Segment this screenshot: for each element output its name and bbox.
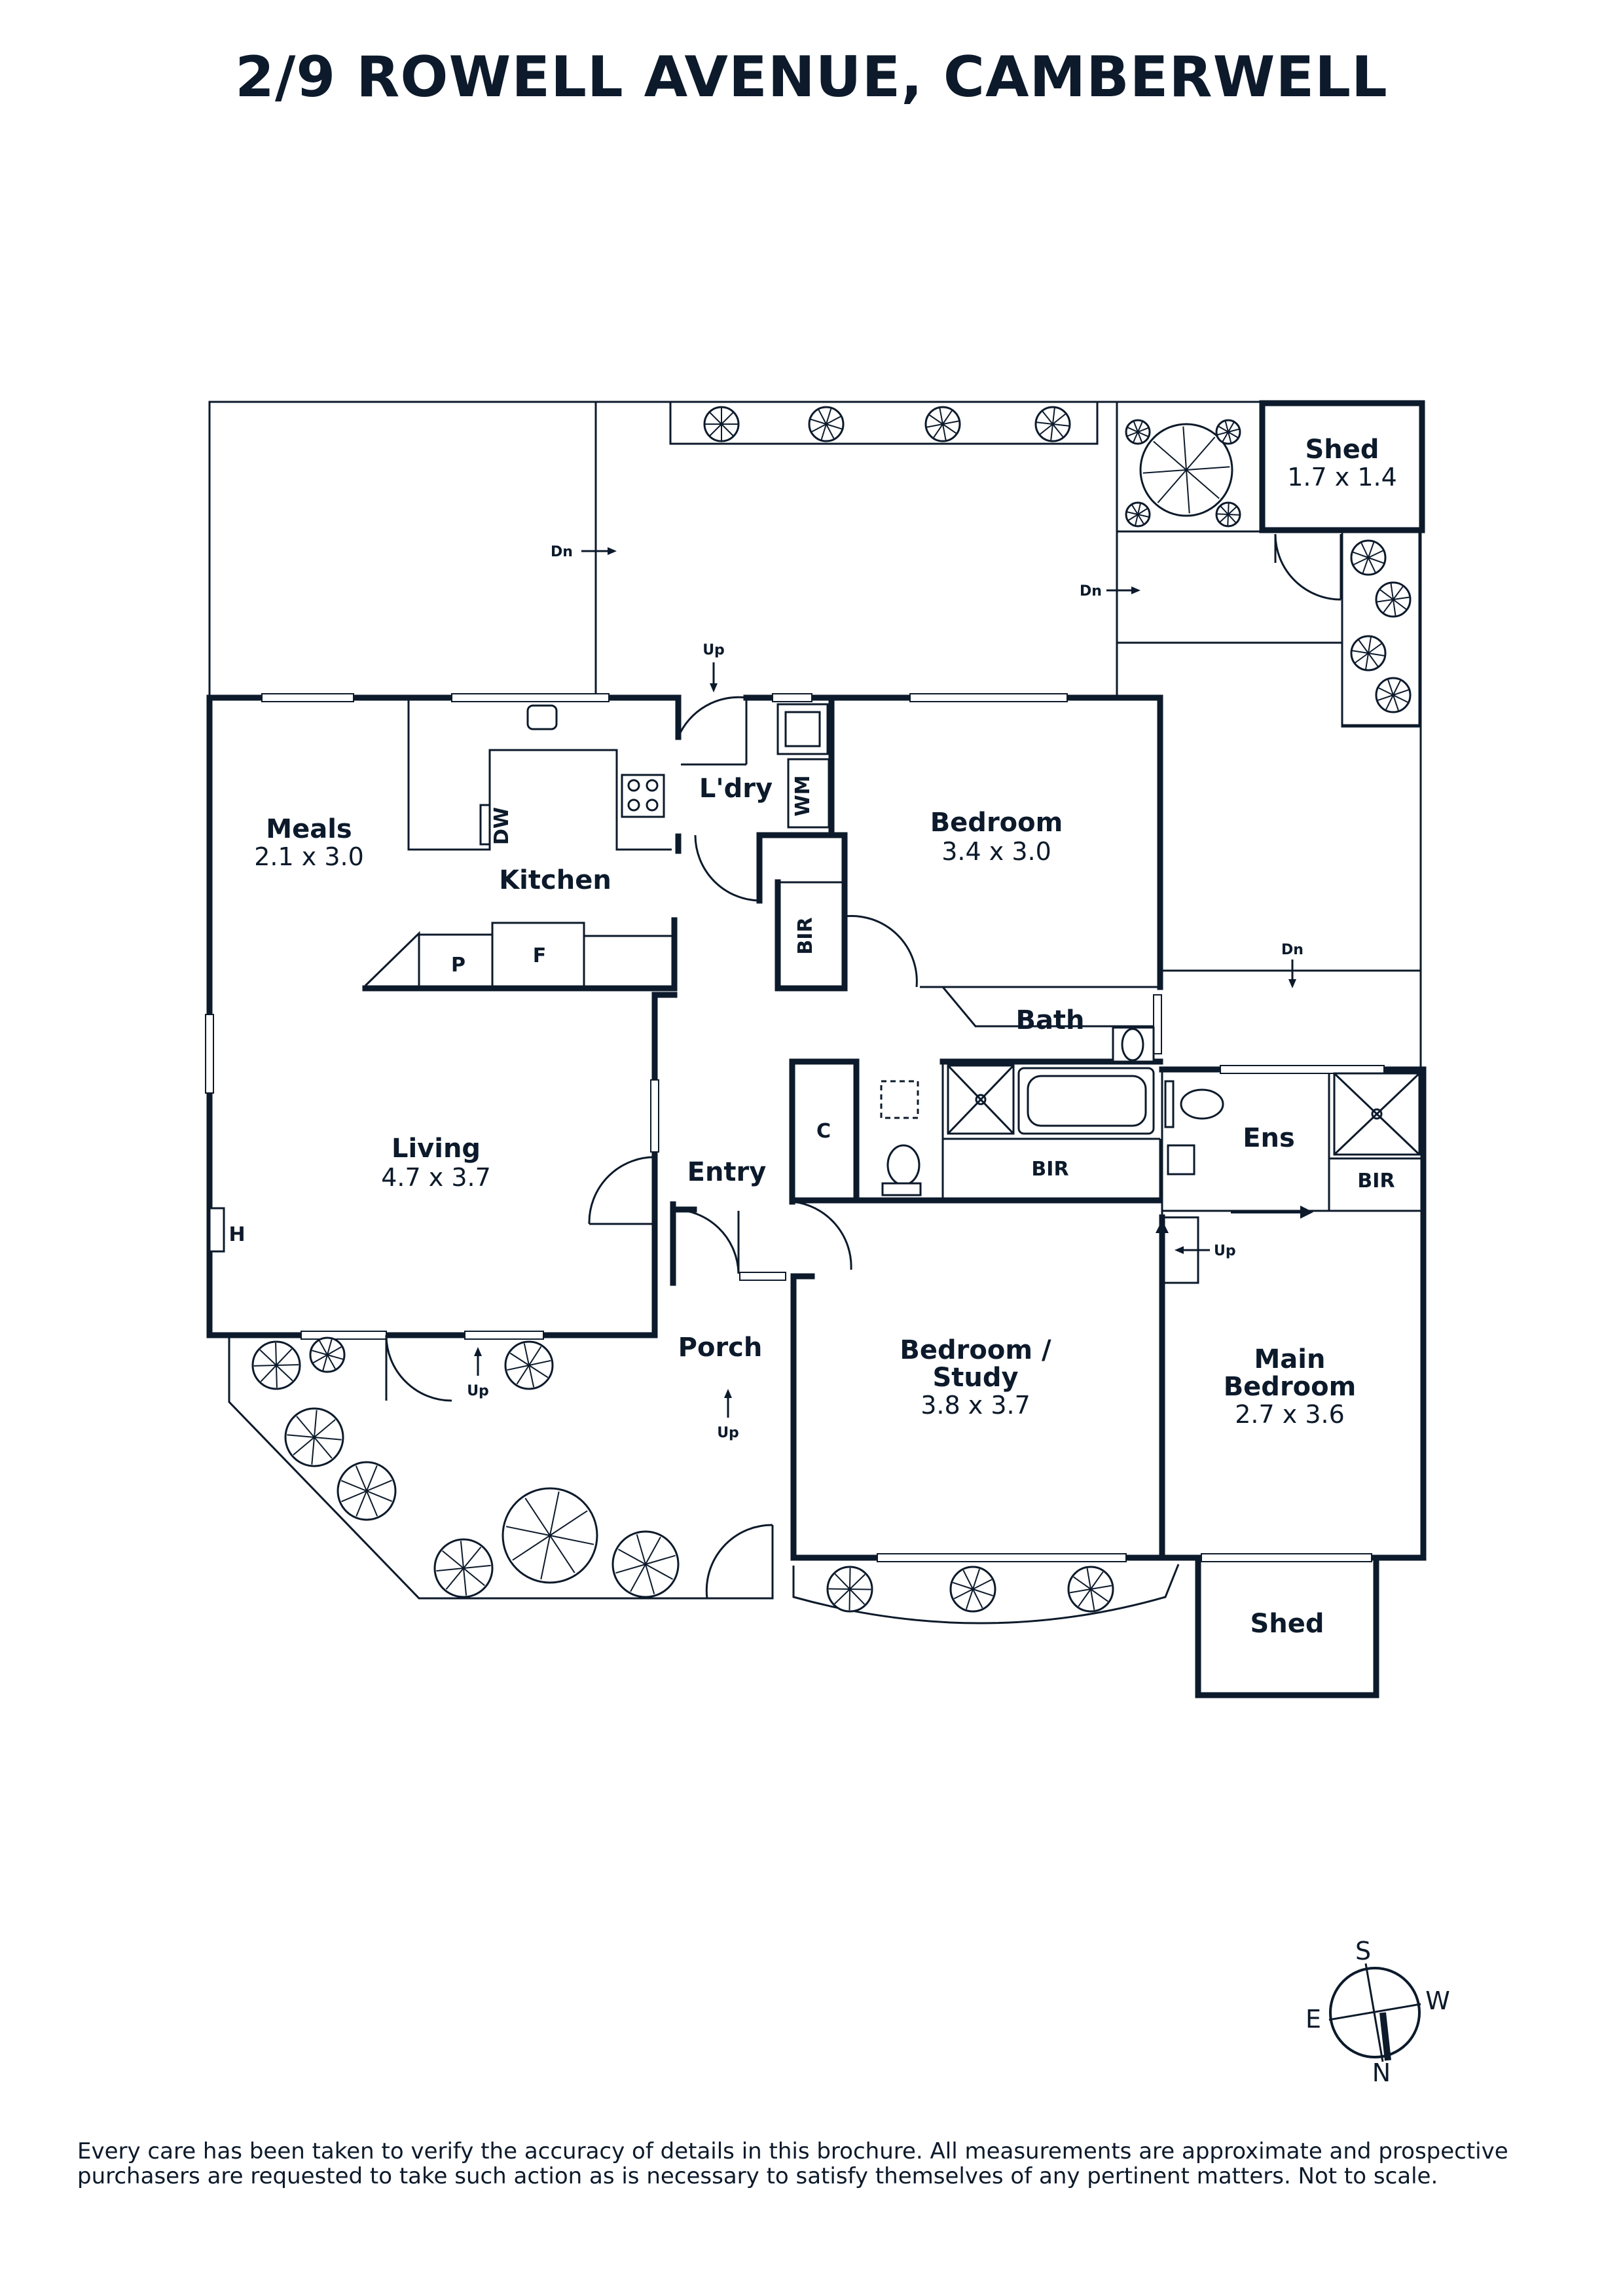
tree-icon [433,1538,494,1598]
tree-icon [1375,677,1412,713]
meals-dims: 2.1 x 3.0 [254,842,364,871]
tree-icon [1215,419,1241,445]
step-up-laundry: Up [702,642,725,658]
main-bedroom-dims: 2.7 x 3.6 [1235,1400,1345,1429]
compass: S W E N [1305,1937,1450,2087]
main-bedroom-label-2: Bedroom [1224,1372,1357,1402]
tree-icon [501,1487,598,1584]
meals-label: Meals [266,814,352,844]
tree-icon [1125,419,1151,445]
tree-icon [611,1530,680,1598]
dw-label: DW [490,807,513,845]
laundry-fixtures [776,703,830,829]
tree-icon [1350,635,1387,672]
disclaimer-line-2: purchasers are requested to take such ac… [77,2163,1438,2189]
doors [385,696,918,1599]
tree-icon [1215,501,1241,528]
tree-icon [309,1336,346,1373]
bedroom-study-dims: 3.8 x 3.7 [921,1391,1030,1420]
compass-s: S [1355,1937,1371,1965]
bedroom-study-label-2: Study [932,1363,1018,1393]
step-dn-1: Dn [551,544,573,560]
step-dn-3: Dn [1281,942,1304,958]
kitchen-label: Kitchen [499,865,611,895]
bedroom-study-label-1: Bedroom / [900,1335,1051,1365]
tree-icon [251,1340,301,1390]
heater-label: H [228,1223,245,1246]
bir-label-bath: BIR [1031,1158,1068,1181]
step-dn-2: Dn [1080,583,1102,600]
fixture-labels: WM DW BIR P F C BIR BIR H [208,776,1395,1253]
ensuite-label: Ens [1243,1123,1295,1153]
tree-icon [1350,539,1387,576]
entry-label: Entry [687,1157,767,1187]
tree-icon [504,1340,554,1390]
tree-icon [1034,406,1071,442]
page-title: 2/9 ROWELL AVENUE, CAMBERWELL [235,45,1388,110]
tree-icon [337,1461,397,1521]
bedroom-label: Bedroom [930,808,1063,838]
step-up-living: Up [467,1383,489,1399]
tree-icon [949,1566,996,1613]
shed-top [1259,400,1425,601]
wm-label: WM [792,776,814,817]
tree-icon [1067,1566,1114,1613]
fridge-label: F [533,944,547,967]
room-labels: Shed 1.7 x 1.4 L'dry Bedroom 3.4 x 3.0 M… [254,435,1397,1639]
step-up-porch: Up [717,1425,739,1441]
tree-icon [924,406,961,442]
compass-e: E [1305,2005,1321,2034]
shed-bottom-label: Shed [1250,1609,1324,1639]
shed-bottom [1195,1554,1379,1698]
pantry-label: P [451,954,465,977]
shed-top-label: Shed [1305,435,1379,465]
bedroom-dims: 3.4 x 3.0 [941,837,1051,866]
tree-icon [284,1407,344,1467]
tree-icon [703,406,740,442]
tree-icon [1139,423,1233,517]
bir-label-ensuite: BIR [1357,1170,1395,1193]
windows [205,693,1385,1562]
disclaimer-line-1: Every care has been taken to verify the … [77,2138,1508,2164]
living-dims: 4.7 x 3.7 [381,1163,491,1192]
tree-icon [808,406,845,442]
tree-icon [1125,501,1151,528]
arrows [474,547,1313,1418]
porch-label: Porch [678,1333,763,1363]
main-bedroom-label-1: Main [1254,1344,1326,1374]
disclaimer: Every care has been taken to verify the … [77,2139,1570,2189]
bir-label-laundry: BIR [794,917,817,954]
trees [251,406,1412,1613]
kitchen-fixtures [362,698,678,992]
compass-n: N [1372,2058,1391,2087]
laundry-label: L'dry [699,774,773,804]
step-labels: Dn Dn Up Dn Up Up Up [467,544,1304,1441]
bath-fixtures [880,1026,1421,1196]
tree-icon [826,1566,873,1613]
cupboard-label: C [816,1120,831,1143]
compass-w: W [1425,1986,1450,2015]
tree-icon [1375,581,1412,618]
living-label: Living [392,1134,481,1164]
shed-top-dims: 1.7 x 1.4 [1287,463,1397,492]
step-up-main-bed: Up [1214,1243,1236,1259]
bath-label: Bath [1015,1005,1084,1035]
